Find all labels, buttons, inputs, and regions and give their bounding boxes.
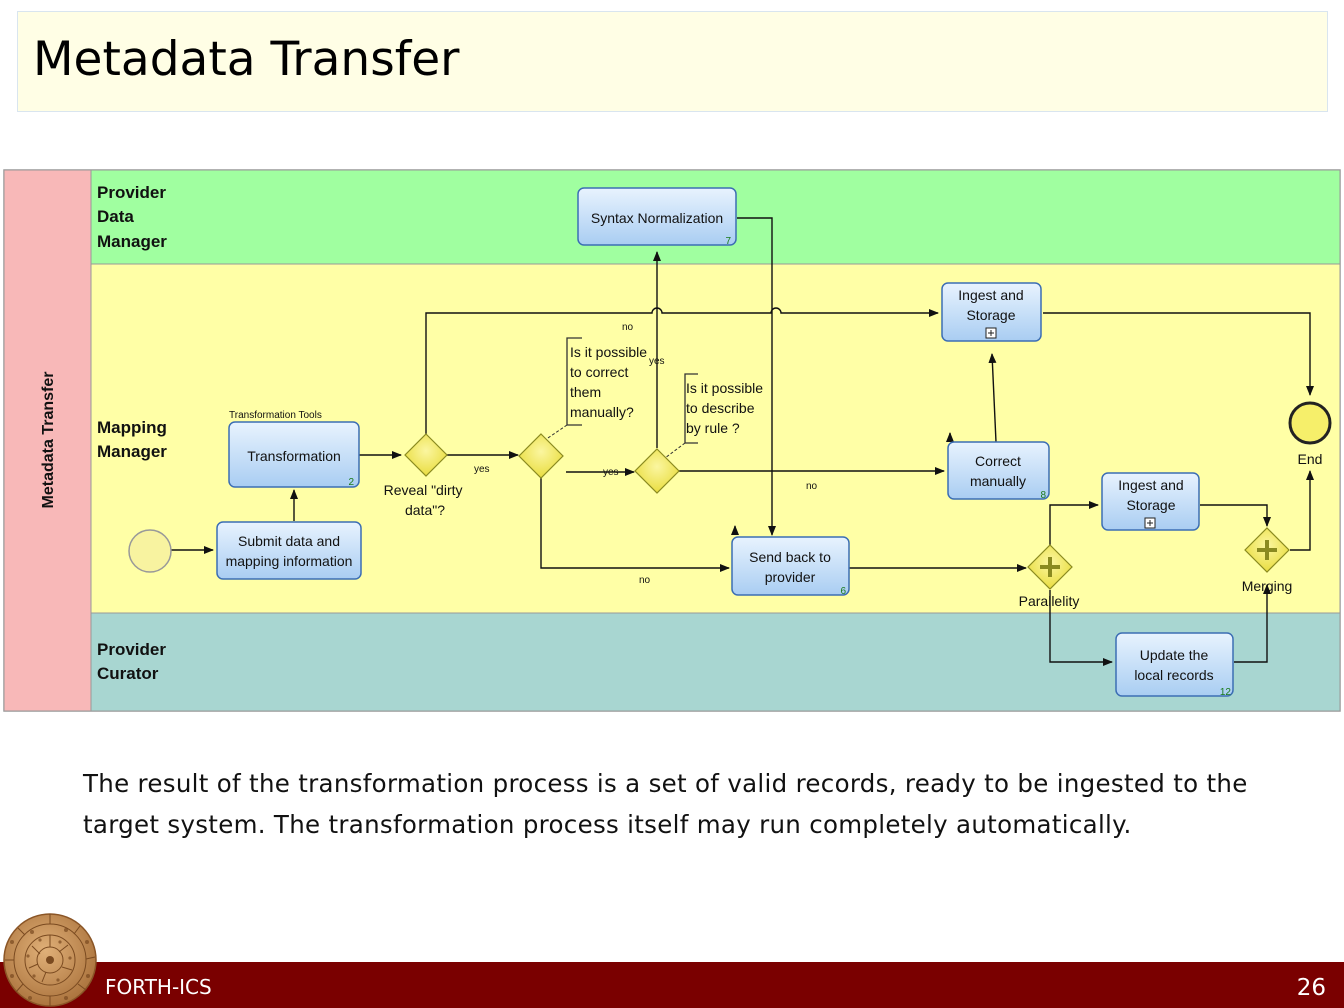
task-ingest-storage-1: Ingest and Storage [941, 282, 1042, 342]
label-no-1: no [622, 322, 634, 333]
task-transformation: Transformation 2 [228, 421, 360, 488]
svg-text:Update the: Update the [1140, 647, 1209, 663]
gateway-parallelity [1027, 544, 1073, 590]
label-no-3: no [639, 575, 651, 586]
svg-text:manually: manually [970, 473, 1026, 489]
svg-text:7: 7 [725, 236, 731, 247]
task-correct-manually: Correct manually 8 [947, 441, 1050, 501]
svg-text:Send back to: Send back to [749, 549, 831, 565]
svg-text:Storage: Storage [966, 307, 1015, 323]
bpmn-diagram: Metadata Transfer Provider Data Manager … [3, 169, 1341, 712]
pool-label: Metadata Transfer [40, 372, 57, 509]
svg-text:Ingest and: Ingest and [1118, 477, 1183, 493]
end-event [1288, 401, 1332, 445]
footer-org: FORTH-ICS [105, 975, 212, 999]
page-number: 26 [1296, 975, 1326, 1001]
gateway-reveal-dirty-data [404, 433, 448, 477]
label-no-2: no [806, 481, 818, 492]
svg-text:Submit data and: Submit data and [238, 533, 340, 549]
svg-text:8: 8 [1040, 490, 1046, 501]
slide-title: Metadata Transfer [33, 32, 460, 87]
label-yes-1: yes [474, 464, 490, 475]
annotation-describe: Is it possible to describe by rule ? [686, 380, 767, 436]
gateway-parallelity-label: Parallelity [1019, 593, 1080, 609]
parallel-plus-icon [1040, 557, 1060, 577]
svg-text:12: 12 [1220, 687, 1232, 698]
subprocess-marker-icon [1147, 520, 1153, 526]
phaistos-disc-logo [3, 913, 97, 1007]
task-syntax-normalization: Syntax Normalization 7 [577, 187, 737, 247]
sequence-flows [171, 217, 1314, 666]
transformation-tools-label: Transformation Tools [229, 410, 322, 421]
annotation-correct: Is it possible to correct them manually? [570, 344, 651, 420]
start-event [128, 529, 172, 573]
svg-text:Ingest and: Ingest and [958, 287, 1023, 303]
label-yes-2: yes [649, 356, 665, 367]
annotation-shapes [544, 337, 698, 459]
svg-text:mapping information: mapping information [226, 553, 353, 569]
flow-labels: yes no yes yes no no [474, 322, 818, 586]
caption-text: The result of the transformation process… [83, 769, 1248, 839]
footer-bar: FORTH-ICS 26 [0, 962, 1344, 1008]
lane-label-provider-curator: Provider Curator [97, 640, 171, 683]
svg-text:local records: local records [1134, 667, 1213, 683]
task-update-local-records: Update the local records 12 [1115, 632, 1234, 698]
label-yes-3: yes [603, 467, 619, 478]
task-send-back: Send back to provider 6 [731, 536, 850, 597]
gateway-merging [1244, 527, 1290, 573]
svg-text:Syntax Normalization: Syntax Normalization [591, 210, 723, 226]
gateway-merging-label: Merging [1242, 578, 1293, 594]
svg-text:provider: provider [765, 569, 816, 585]
task-ingest-storage-2: Ingest and Storage [1101, 472, 1200, 531]
gateway-correctable [518, 433, 564, 479]
svg-text:6: 6 [840, 586, 846, 597]
parallel-plus-icon [1257, 540, 1277, 560]
gateway-reveal-label: Reveal "dirty data"? [384, 482, 467, 518]
title-box: Metadata Transfer [17, 11, 1328, 112]
svg-text:Storage: Storage [1126, 497, 1175, 513]
gateway-describable [634, 448, 680, 494]
task-submit-data: Submit data and mapping information [216, 521, 362, 580]
lane-label-mapping-manager: Mapping Manager [97, 418, 172, 461]
subprocess-marker-icon [988, 330, 994, 336]
svg-text:2: 2 [348, 477, 354, 488]
pool-header [3, 169, 92, 712]
lane-label-provider-data-manager: Provider Data Manager [97, 183, 171, 251]
svg-text:Correct: Correct [975, 453, 1021, 469]
svg-text:Transformation: Transformation [247, 448, 341, 464]
end-event-label: End [1298, 451, 1323, 467]
